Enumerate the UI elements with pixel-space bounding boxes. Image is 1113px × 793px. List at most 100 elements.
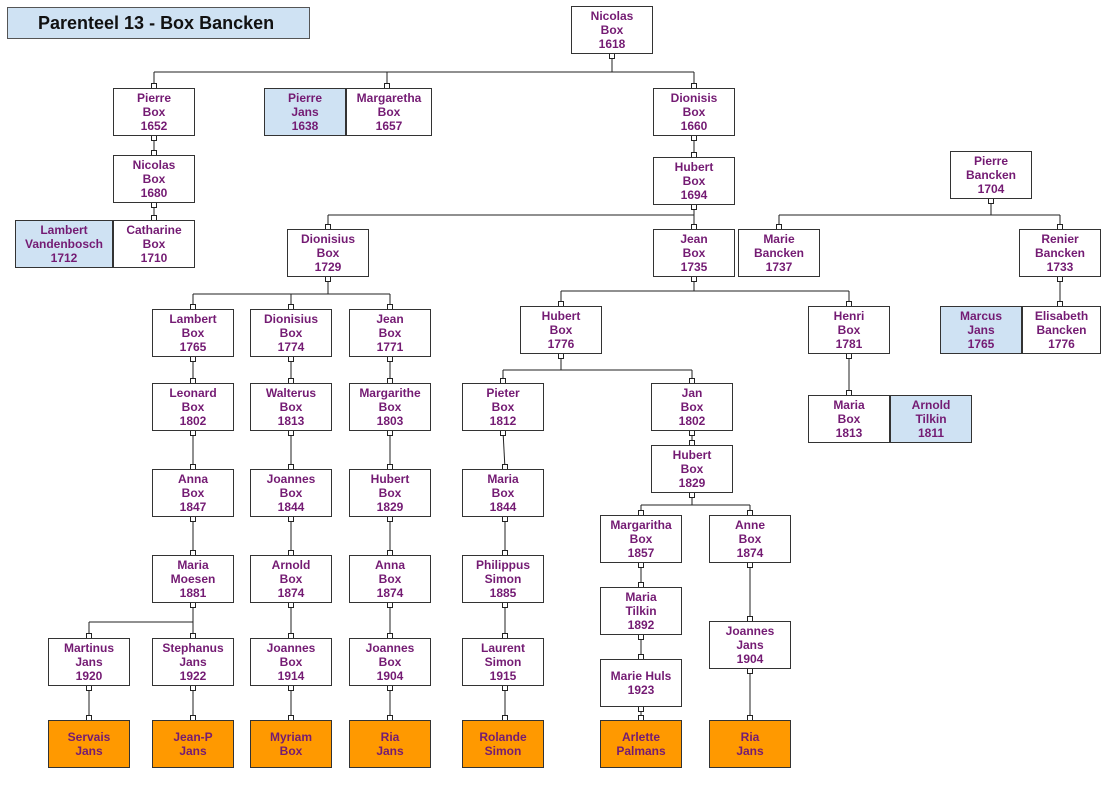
- person-line: Anna: [178, 472, 208, 486]
- connector-dot: [689, 492, 695, 498]
- person-line: 1874: [277, 586, 305, 600]
- person-line: Martinus: [63, 641, 114, 655]
- person-line: Joannes: [725, 624, 775, 638]
- person-line: 1774: [277, 340, 305, 354]
- connector-dot: [500, 430, 506, 436]
- person-line: 1904: [736, 652, 764, 666]
- person-line: Box: [680, 462, 704, 476]
- person-line: 1660: [680, 119, 708, 133]
- connector-dot: [288, 602, 294, 608]
- person-line: Servais: [67, 730, 111, 744]
- connector-dot: [638, 562, 644, 568]
- person-line: 1885: [489, 586, 517, 600]
- person-line: Box: [682, 105, 706, 119]
- connector-dot: [151, 202, 157, 208]
- person-line: Renier: [1041, 232, 1079, 246]
- connector-dot: [288, 356, 294, 362]
- connector-dot: [190, 685, 196, 691]
- person-line: 1710: [140, 251, 168, 265]
- connector-dot: [190, 602, 196, 608]
- person-line: 1771: [376, 340, 404, 354]
- connector-dot: [190, 516, 196, 522]
- person-line: Dionisis: [670, 91, 718, 105]
- person-line: Rolande: [479, 730, 527, 744]
- person-line: Box: [378, 655, 402, 669]
- person-line: 1811: [917, 426, 945, 440]
- person-line: Box: [181, 326, 205, 340]
- person-line: Pierre: [973, 154, 1009, 168]
- person-line: 1813: [835, 426, 863, 440]
- person-line: Jans: [291, 105, 319, 119]
- person-line: Hubert: [674, 160, 714, 174]
- connector-dot: [988, 198, 994, 204]
- person-line: Elisabeth: [1034, 309, 1089, 323]
- person-line: Box: [142, 172, 166, 186]
- person-line: Marcus: [959, 309, 1003, 323]
- person-line: Nicolas: [132, 158, 176, 172]
- person-line: Box: [378, 400, 402, 414]
- connector-dot: [502, 685, 508, 691]
- person-line: 1781: [835, 337, 863, 351]
- person-line: Box: [142, 105, 166, 119]
- person-line: Jean: [376, 312, 404, 326]
- person-line: Simon: [484, 744, 522, 758]
- person-line: 1694: [680, 188, 708, 202]
- connector-dot: [288, 685, 294, 691]
- person-line: Jean: [680, 232, 708, 246]
- person-line: Leonard: [169, 386, 217, 400]
- person-line: Maria: [487, 472, 519, 486]
- person-line: Nicolas: [590, 9, 634, 23]
- connector-dot: [288, 430, 294, 436]
- person-line: Walterus: [265, 386, 317, 400]
- person-line: Box: [837, 412, 861, 426]
- person-line: Hubert: [541, 309, 581, 323]
- person-line: Jans: [967, 323, 995, 337]
- person-line: 1881: [179, 586, 207, 600]
- person-line: Ria: [380, 730, 400, 744]
- person-line: Laurent: [480, 641, 525, 655]
- person-line: Joannes: [266, 472, 316, 486]
- connector-dot: [502, 516, 508, 522]
- connector-dot: [691, 204, 697, 210]
- person-line: Lambert: [40, 223, 88, 237]
- person-line: Anne: [735, 518, 765, 532]
- person-line: 1922: [179, 669, 207, 683]
- person-line: Henri: [833, 309, 865, 323]
- person-line: 1652: [140, 119, 168, 133]
- person-line: 1857: [627, 546, 655, 560]
- person-line: 1904: [376, 669, 404, 683]
- person-line: 1704: [977, 182, 1005, 196]
- connector-dot: [691, 276, 697, 282]
- connector-dot: [387, 685, 393, 691]
- person-line: 1618: [598, 37, 626, 51]
- person-line: 1892: [627, 618, 655, 632]
- connector-dot: [689, 430, 695, 436]
- connector-dot: [86, 685, 92, 691]
- connector-dot: [638, 706, 644, 712]
- connector-dot: [747, 668, 753, 674]
- person-line: 1657: [375, 119, 403, 133]
- person-line: Joannes: [266, 641, 316, 655]
- person-line: Maria: [833, 398, 865, 412]
- person-line: Jans: [179, 744, 207, 758]
- person-line: 1776: [547, 337, 575, 351]
- person-line: Dionisius: [263, 312, 318, 326]
- person-line: Box: [682, 174, 706, 188]
